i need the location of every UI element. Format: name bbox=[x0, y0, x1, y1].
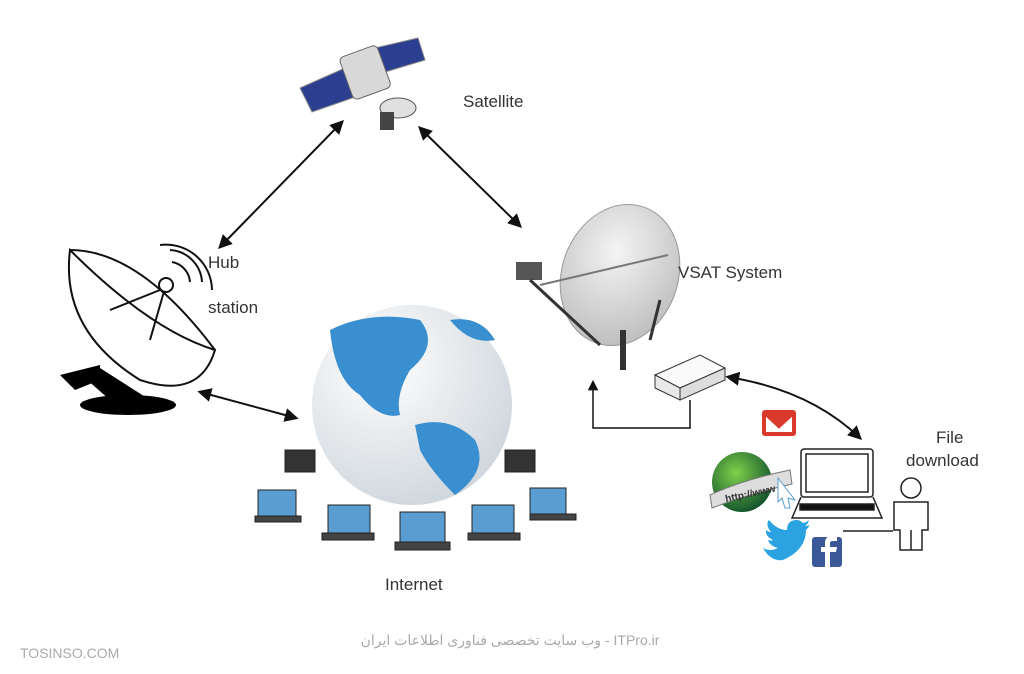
modem-dish-cable bbox=[587, 379, 691, 429]
laptop-icon bbox=[529, 487, 577, 521]
modem-computer-link-arrow bbox=[725, 371, 863, 440]
laptop-icon bbox=[467, 504, 521, 541]
laptop-icon bbox=[284, 449, 316, 473]
person-icon bbox=[893, 477, 929, 551]
hub-internet-link-arrow bbox=[197, 388, 299, 422]
satellite-icon bbox=[299, 37, 426, 130]
satellite-label: Satellite bbox=[463, 92, 523, 111]
hub-station-dish-icon bbox=[60, 243, 217, 415]
facebook-icon bbox=[812, 536, 842, 567]
internet-globe-icon bbox=[312, 305, 512, 505]
vsat-dish-icon bbox=[516, 203, 681, 370]
laptop-icon bbox=[394, 511, 451, 551]
internet-laptops bbox=[254, 449, 577, 551]
hub-label-line2: station bbox=[208, 298, 258, 317]
laptop-computer-icon bbox=[790, 448, 884, 519]
hub-label-line1: Hub bbox=[208, 253, 239, 272]
web-globe-icon: http://www bbox=[709, 452, 797, 512]
hub-satellite-link-arrow bbox=[218, 119, 344, 250]
file-download-label-line1: File bbox=[936, 428, 963, 447]
twitter-icon bbox=[763, 520, 810, 561]
modem-icon bbox=[653, 354, 727, 401]
laptop-icon bbox=[254, 489, 302, 523]
file-download-label-line2: download bbox=[906, 451, 979, 470]
gmail-icon bbox=[762, 410, 796, 436]
internet-label: Internet bbox=[385, 575, 443, 594]
satellite-vsat-link-arrow bbox=[418, 126, 522, 228]
tosinso-watermark: TOSINSO.COM bbox=[20, 645, 119, 661]
vsat-label: VSAT System bbox=[678, 263, 782, 282]
laptop-icon bbox=[504, 449, 536, 473]
itpro-footer-caption: ITPro.ir - وب سایت تخصصی فناوری اطلاعات … bbox=[361, 632, 660, 649]
laptop-icon bbox=[321, 504, 375, 541]
